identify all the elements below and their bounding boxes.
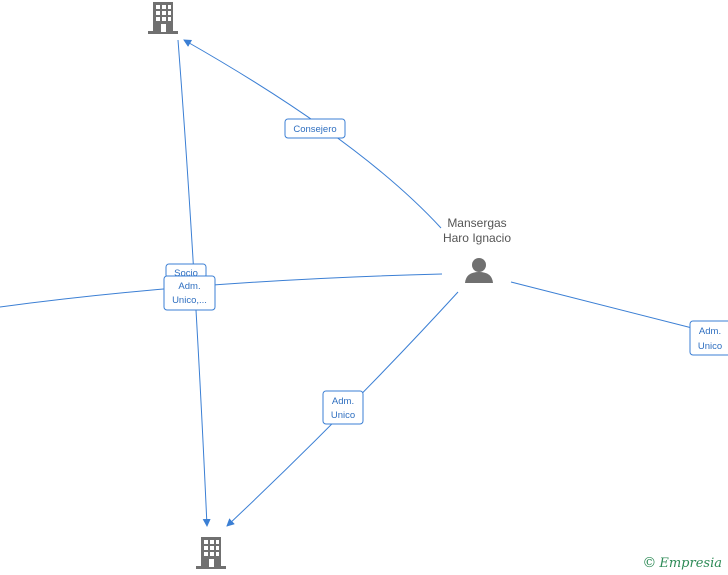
svg-text:Adm.: Adm. [332,396,354,407]
copyright-icon: © [642,555,657,571]
person-node[interactable]: Mansergas Haro Ignacio [443,216,511,283]
edge-right-offscreen [510,281,701,331]
watermark: ©Empresia [642,555,722,571]
person-name-line1: Mansergas [447,216,506,230]
edge-label-adm-unico-right[interactable]: Adm. Unico [689,320,728,356]
svg-text:Unico: Unico [698,341,722,352]
building-icon [148,2,178,34]
edge-label-consejero[interactable]: Consejero [284,118,346,139]
svg-text:Socio: Socio [174,268,198,279]
svg-text:Unico: Unico [331,410,355,421]
svg-text:Adm.: Adm. [699,326,721,337]
company-node-top[interactable] [148,2,178,34]
company-node-bottom[interactable] [196,537,226,569]
svg-text:Unico,...: Unico,... [172,295,207,306]
person-icon [465,258,493,283]
watermark-text: Empresia [659,556,722,571]
svg-text:Consejero: Consejero [293,124,336,135]
edge-left-offscreen [0,273,443,308]
svg-text:Adm.: Adm. [178,281,200,292]
edge-label-adm-unico-left[interactable]: Adm. Unico,... [163,275,216,311]
building-icon [196,537,226,569]
person-name-line2: Haro Ignacio [443,231,511,245]
edge-label-adm-unico-center[interactable]: Adm. Unico [322,390,364,425]
